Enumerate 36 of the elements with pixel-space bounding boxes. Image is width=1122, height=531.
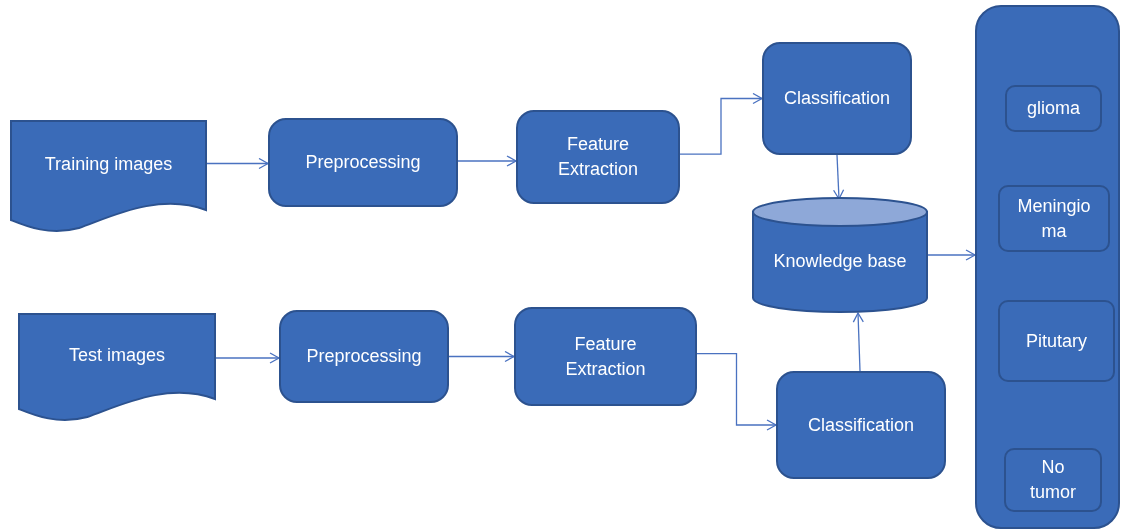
arrow [927, 249, 976, 261]
document-shape [18, 313, 216, 421]
process-box [514, 307, 697, 406]
process-box [776, 371, 946, 479]
node-text: Classification [807, 413, 914, 437]
arrow [679, 92, 763, 155]
class-box [1004, 448, 1102, 512]
process-box [762, 42, 912, 155]
node-text: glioma [1027, 97, 1080, 120]
arrow [457, 155, 517, 167]
node-text: Feature Extraction [564, 332, 647, 381]
arrow [696, 352, 777, 431]
output-panel [975, 5, 1120, 529]
node-text: Pitutary [1026, 329, 1087, 353]
class-box [998, 185, 1110, 252]
process-box [516, 110, 680, 204]
node-text: Preprocessing [305, 151, 421, 174]
document-shape [10, 120, 207, 232]
arrow [206, 157, 269, 170]
node-text: Preprocessing [306, 345, 422, 368]
class-box [1005, 85, 1102, 132]
class-box [998, 300, 1115, 382]
node-text: Meningioma [1016, 194, 1092, 243]
database-cylinder [752, 197, 928, 313]
node-text: No tumor [1029, 456, 1077, 504]
arrow [215, 352, 280, 364]
node-text: Test images [68, 343, 165, 367]
node-text: Training images [44, 152, 173, 176]
node-text: Knowledge base [773, 249, 907, 273]
arrow [852, 312, 864, 372]
process-box [279, 310, 449, 403]
process-box [268, 118, 458, 207]
node-text: Classification [783, 87, 890, 110]
node-text: Feature Extraction [556, 133, 639, 181]
arrow [832, 154, 845, 200]
arrow [448, 350, 515, 363]
